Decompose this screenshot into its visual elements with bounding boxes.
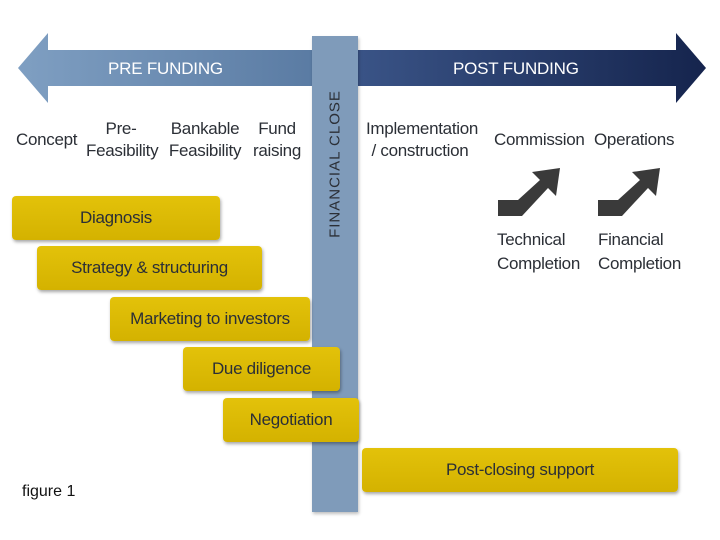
bar-strategy-structuring: Strategy & structuring — [37, 246, 262, 290]
stage-operations: Operations — [594, 130, 675, 149]
bar-negotiation: Negotiation — [223, 398, 359, 442]
pre-funding-label: PRE FUNDING — [108, 59, 223, 78]
bar-due-diligence: Due diligence — [183, 347, 340, 391]
bar-post-closing-support: Post-closing support — [362, 448, 678, 492]
stage-implementation: Implementation / construction — [366, 119, 479, 160]
technical-completion-arrow-icon — [498, 168, 560, 216]
bar-diagnosis: Diagnosis — [12, 196, 220, 240]
technical-completion-label: Technical Completion — [497, 230, 580, 273]
stage-commission: Commission — [494, 130, 585, 149]
stage-pre-feasibility: Pre- Feasibility — [86, 119, 159, 160]
financial-completion-label: Financial Completion — [598, 230, 681, 273]
financial-completion-arrow-icon — [598, 168, 660, 216]
figure-caption: figure 1 — [22, 483, 76, 500]
financial-close-label: FINANCIAL CLOSE — [326, 90, 344, 238]
funding-timeline-arrow — [18, 33, 706, 103]
bar-marketing-to-investors: Marketing to investors — [110, 297, 310, 341]
stage-bankable-feasibility: Bankable Feasibility — [168, 119, 242, 160]
stage-concept: Concept — [16, 130, 78, 149]
pre-funding-arrow — [18, 33, 315, 103]
post-funding-arrow — [355, 33, 706, 103]
post-funding-label: POST FUNDING — [453, 59, 579, 78]
stage-fund-raising: Fund raising — [253, 119, 301, 160]
